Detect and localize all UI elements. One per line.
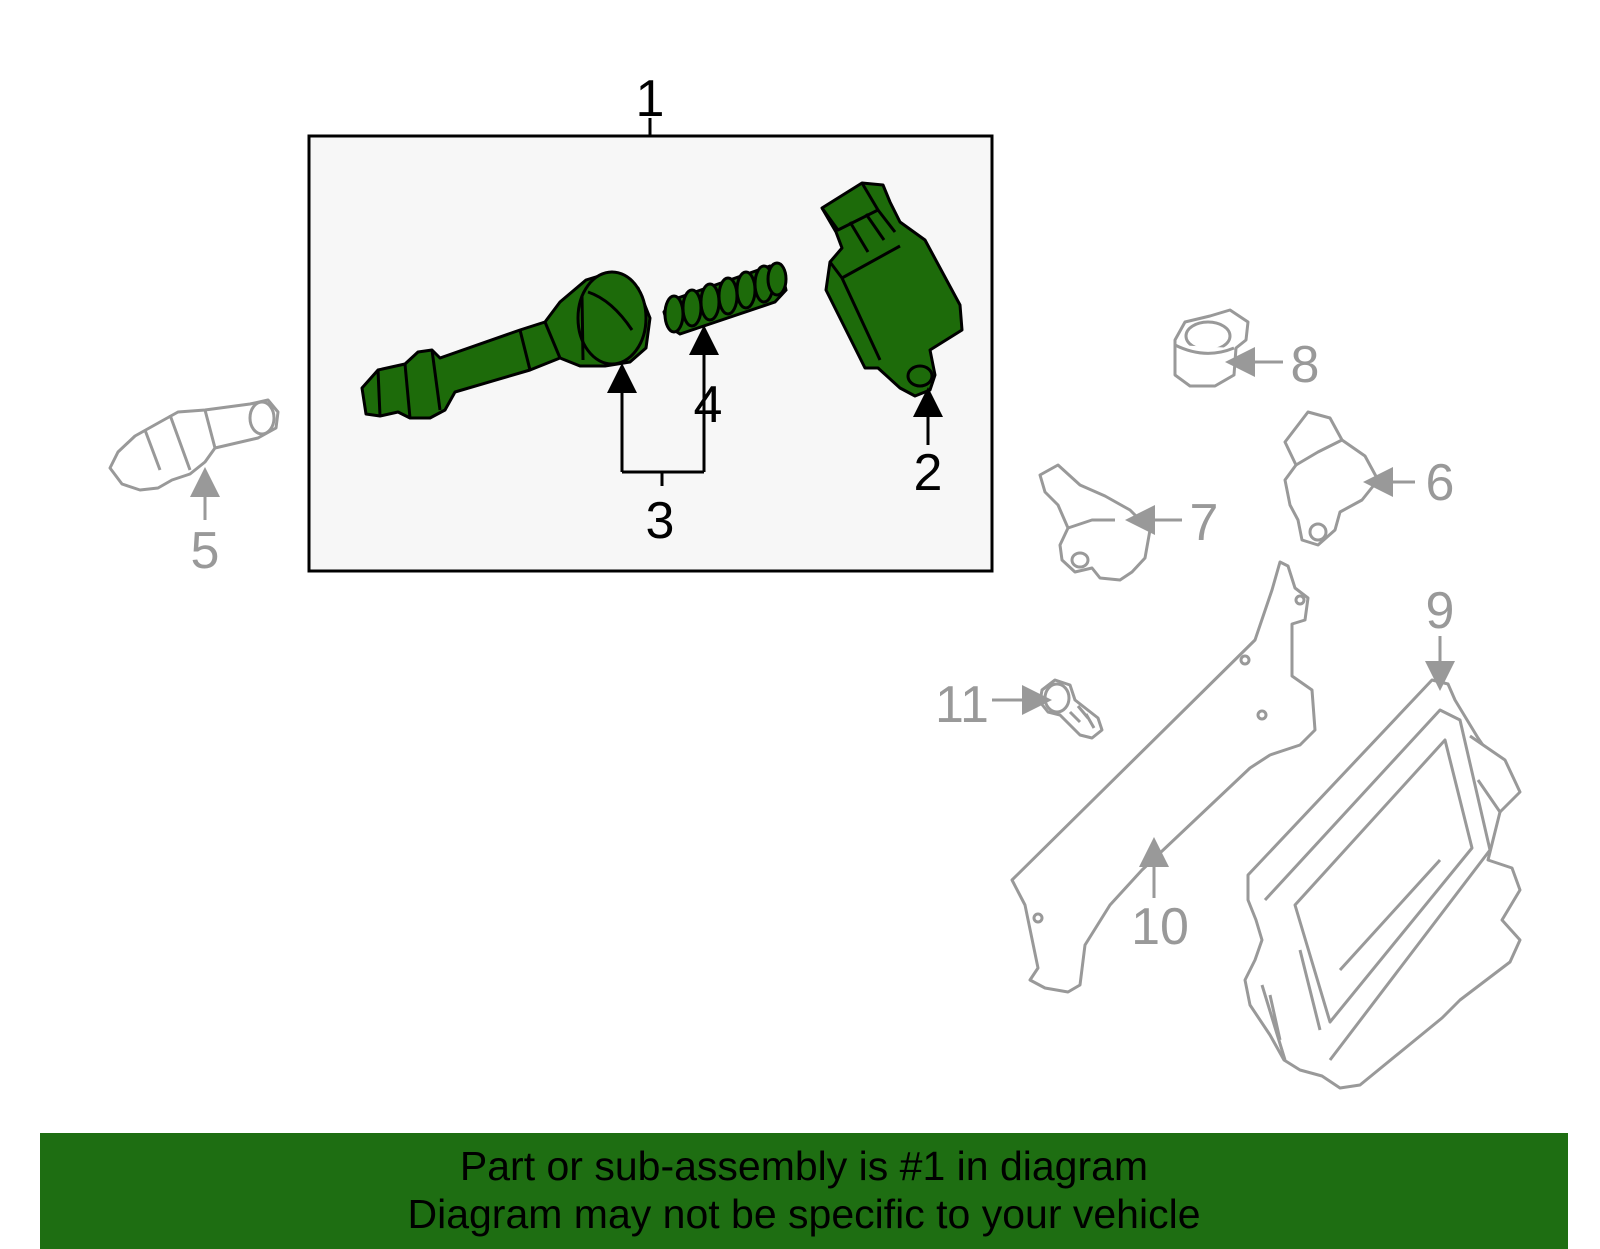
callout-4-label: 4 [694, 376, 723, 434]
callout-1-label: 1 [636, 70, 665, 128]
callout-3-4-bracket [607, 325, 719, 486]
callout-11-label: 11 [935, 676, 989, 734]
callout-9-label: 9 [1426, 582, 1455, 640]
info-banner: Part or sub-assembly is #1 in diagram Di… [40, 1133, 1568, 1249]
ignition-coil-part [820, 181, 964, 398]
ecm-9-part [1243, 678, 1522, 1090]
callout-10-label: 10 [1131, 898, 1189, 956]
sensor-6-part [1283, 410, 1380, 547]
callout-5-label: 5 [191, 522, 220, 580]
callout-8-label: 8 [1291, 336, 1320, 394]
sensor-5-part [108, 398, 280, 492]
banner-line-1: Part or sub-assembly is #1 in diagram [459, 1143, 1149, 1189]
spring-part [662, 261, 788, 336]
sensor-8-part [1173, 308, 1250, 388]
callout-3-label: 3 [646, 492, 675, 550]
banner-line-2: Diagram may not be specific to your vehi… [407, 1191, 1201, 1237]
bracket-10-part [1010, 560, 1317, 994]
bolt-11-part [1038, 678, 1104, 740]
callout-7-label: 7 [1190, 494, 1219, 552]
callout-2-label: 2 [914, 444, 943, 502]
callout-6-label: 6 [1426, 454, 1455, 512]
sensor-7-part [1038, 463, 1152, 582]
